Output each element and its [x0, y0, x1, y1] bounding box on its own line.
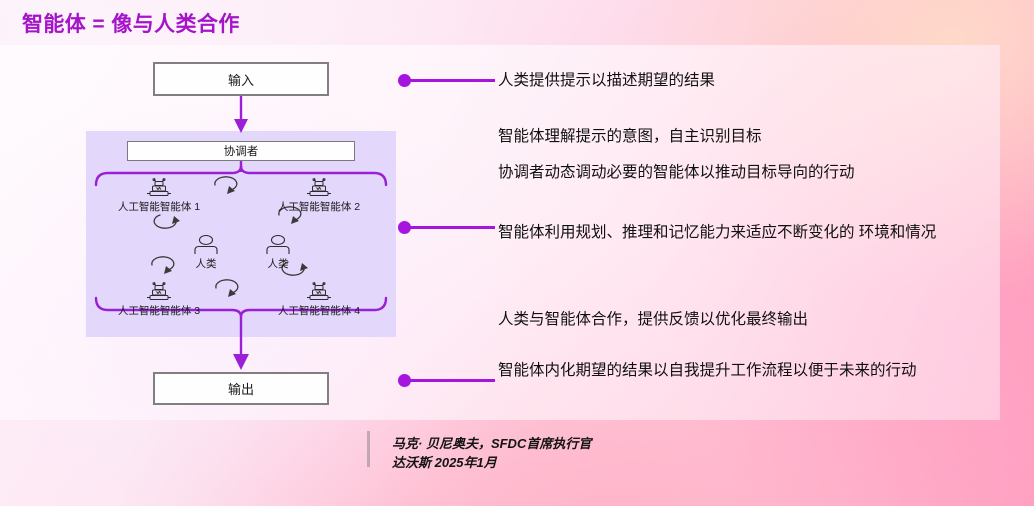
bullet-connector-3 — [408, 379, 495, 382]
agent-node-4: 人工智能智能体 4 — [264, 282, 374, 318]
person-icon — [194, 235, 218, 254]
footer-line-2: 达沃斯 2025年1月 — [392, 455, 497, 470]
agent-node-3: 人工智能智能体 3 — [104, 282, 214, 318]
bullet-connector-1 — [408, 79, 495, 82]
bullet-marker-1 — [398, 74, 411, 87]
bullet-text-2: 智能体理解提示的意图，自主识别目标 — [498, 128, 762, 145]
person-icon — [266, 235, 290, 254]
human-node-2: 人类 — [228, 235, 328, 271]
agent-node-1-label: 人工智能智能体 1 — [117, 201, 201, 213]
diagram-connectors — [94, 96, 388, 370]
footer-attribution: 马克· 贝尼奥夫，SFDC首席执行官 达沃斯 2025年1月 — [392, 434, 812, 472]
bullet-text-1: 人类提供提示以描述期望的结果 — [498, 72, 716, 89]
robot-icon — [147, 178, 171, 196]
agent-node-2: 人工智能智能体 2 — [264, 178, 374, 214]
footer-line-1: 马克· 贝尼奥夫，SFDC首席执行官 — [392, 436, 592, 451]
agent-node-2-label: 人工智能智能体 2 — [277, 201, 361, 213]
agent-node-1: 人工智能智能体 1 — [104, 178, 214, 214]
robot-icon — [147, 282, 171, 300]
robot-icon — [307, 178, 331, 196]
human-node-2-label: 人类 — [267, 258, 289, 270]
agent-node-3-label: 人工智能智能体 3 — [117, 305, 201, 317]
human-node-1: 人类 — [156, 235, 256, 271]
page-title: 智能体 = 像与人类合作 — [22, 13, 240, 36]
orchestrator-node: 协调者 — [127, 141, 355, 161]
bullet-list: 人类提供提示以描述期望的结果 智能体理解提示的意图，自主识别目标 协调者动态调动… — [398, 0, 1018, 430]
bullet-text-5: 人类与智能体合作，提供反馈以优化最终输出 — [498, 311, 809, 328]
input-node-label: 输入 — [227, 72, 254, 88]
footer-accent-bar — [367, 431, 370, 467]
agent-node-4-label: 人工智能智能体 4 — [277, 305, 361, 317]
bullet-text-4: 智能体利用规划、推理和记忆能力来适应不断变化的 环境和情况 — [498, 224, 937, 241]
robot-icon — [307, 282, 331, 300]
output-node: 输出 — [153, 372, 329, 405]
bullet-marker-3 — [398, 374, 411, 387]
bullet-text-3: 协调者动态调动必要的智能体以推动目标导向的行动 — [498, 164, 855, 181]
bullet-marker-2 — [398, 221, 411, 234]
agent-flow-diagram: 输入 协调者 输出 人工智能智能体 1 — [0, 0, 420, 506]
bullet-connector-2 — [408, 226, 495, 229]
orchestrator-node-label: 协调者 — [223, 146, 259, 158]
output-node-label: 输出 — [227, 382, 254, 397]
input-node: 输入 — [153, 62, 329, 96]
bullet-text-6: 智能体内化期望的结果以自我提升工作流程以便于未来的行动 — [498, 362, 917, 379]
human-node-1-label: 人类 — [195, 258, 217, 270]
